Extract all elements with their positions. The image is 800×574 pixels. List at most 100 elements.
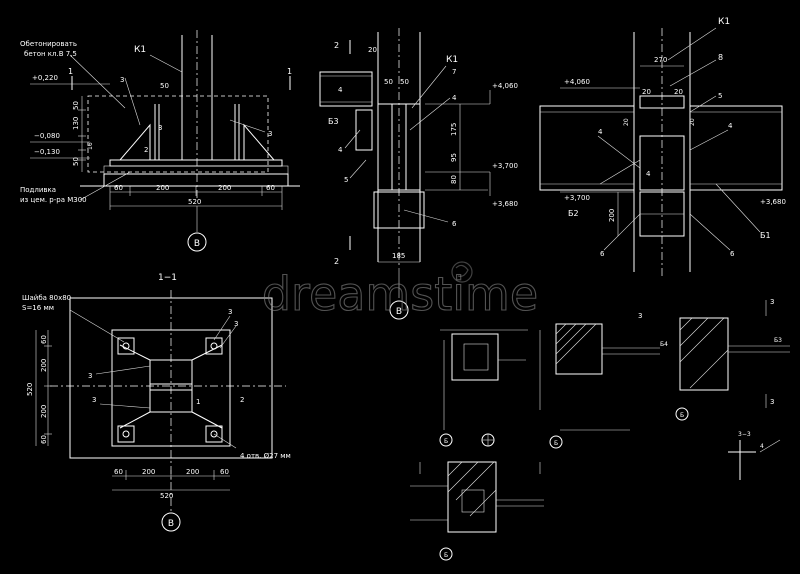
elevation: +3,700 — [564, 194, 590, 202]
dim-20: 20 — [623, 118, 630, 126]
column-two-beams-detail: К1 270 8 5 4 4 4 6 6 20 20 20 20 200 +4,… — [539, 17, 786, 278]
dim-v: 60 — [40, 335, 48, 344]
small-label: 4 — [760, 443, 764, 450]
grout-note: Подливка — [20, 186, 56, 194]
beam-column-detail: В 2 2 К1 Б3 20 50 50 7 4 4 4 5 6 175 95 … — [319, 28, 518, 320]
callout: 4 — [452, 94, 457, 102]
callout: 4 — [338, 146, 343, 154]
dim: 200 — [142, 468, 155, 476]
column-label: К1 — [718, 17, 730, 27]
concrete-note: Обетонировать — [20, 40, 77, 48]
axis-label: В — [194, 239, 200, 249]
elevation: +4,060 — [564, 78, 590, 86]
elevation-low: −0,130 — [34, 148, 60, 156]
callout: 3 — [268, 130, 272, 138]
dim-v: 60 — [40, 435, 48, 444]
dim-v: 50 — [72, 157, 80, 166]
dim-270: 270 — [654, 56, 667, 64]
beam-label: Б3 — [328, 117, 339, 126]
beam-label: Б2 — [568, 209, 579, 218]
callout: 3 — [92, 396, 96, 404]
callout: 3 — [120, 76, 124, 84]
dim: 50 — [400, 78, 409, 86]
section-1-1-plan: 1−1 — [22, 273, 291, 532]
callout: 5 — [344, 176, 348, 184]
dim: 200 — [218, 184, 231, 192]
dim-total-h: 520 — [160, 492, 173, 500]
callout: 6 — [730, 250, 735, 258]
callout: 2 — [240, 396, 244, 404]
dim: 200 — [186, 468, 199, 476]
grout-note-mortar: из цем. р-ра М300 — [20, 196, 87, 204]
watermark-logo: dreamstime — [261, 261, 539, 322]
small-label: Б4 — [660, 341, 668, 348]
section-mark: 2 — [334, 41, 339, 50]
dim-185: 185 — [392, 252, 405, 260]
dim-20: 20 — [674, 88, 683, 96]
callout: 3 — [234, 320, 238, 328]
washer-thickness: S=16 мм — [22, 304, 54, 312]
dim: 60 — [266, 184, 275, 192]
section-mark-right: 1 — [287, 67, 292, 76]
washer-note: Шайба 80х80 — [22, 294, 71, 302]
column-label: К1 — [134, 45, 146, 55]
section-mark-left: 1 — [68, 67, 73, 76]
callout: 6 — [600, 250, 605, 258]
holes-note: 4 отв. Ø27 мм — [240, 452, 291, 460]
elevation: +3,680 — [492, 200, 518, 208]
callout: 4 — [338, 86, 343, 94]
small-axis: Б — [444, 438, 448, 445]
small-axis: Б — [444, 552, 448, 559]
elevation: +3,680 — [760, 198, 786, 206]
callout: 7 — [452, 68, 456, 76]
beam-label: Б1 — [760, 231, 771, 240]
dim: 60 — [114, 468, 123, 476]
dim-20: 20 — [689, 118, 696, 126]
concrete-note-class: бетон кл.В 7,5 — [24, 50, 77, 58]
column-base-detail: В Обетонировать бетон кл.В 7,5 Подливка … — [20, 30, 300, 252]
section-title: 1−1 — [158, 273, 177, 283]
callout: 4 — [646, 170, 651, 178]
callout: 2 — [144, 146, 148, 154]
callout: 3 — [88, 372, 92, 380]
dim-v: 175 — [450, 123, 458, 136]
dim-v: 95 — [450, 153, 458, 162]
callout: 6 — [452, 220, 457, 228]
dim-v: 200 — [40, 359, 48, 372]
callout: 5 — [718, 92, 722, 100]
callout: 4 — [598, 128, 603, 136]
dim-v: 130 — [72, 117, 80, 130]
dim: 20 — [368, 46, 377, 54]
callout: 3 — [158, 124, 162, 132]
small-label: 3 — [770, 398, 774, 406]
elevation-mid: −0,080 — [34, 132, 60, 140]
dim-v: 200 — [40, 405, 48, 418]
column-label: К1 — [446, 55, 458, 65]
callout: 4 — [728, 122, 733, 130]
dim-200: 200 — [608, 209, 616, 222]
callout: 1 — [196, 398, 200, 406]
axis-label: В — [396, 307, 402, 317]
elevation: +4,060 — [492, 82, 518, 90]
small-label: Б3 — [774, 337, 782, 344]
callout: 8 — [718, 53, 723, 62]
small-details: 3 Б4 Б3 3 3 3−3 4 Б Б Б Б — [410, 298, 790, 561]
dim-20: 20 — [642, 88, 651, 96]
dim-total: 520 — [188, 198, 201, 206]
dim-50: 50 — [160, 82, 169, 90]
callout: 3 — [228, 308, 232, 316]
small-label: 3 — [638, 312, 642, 320]
dim-v: 16 — [87, 142, 94, 150]
elevation: +3,700 — [492, 162, 518, 170]
small-label: 3−3 — [738, 431, 751, 438]
small-axis: Б — [554, 440, 558, 447]
section-mark: 2 — [334, 257, 339, 266]
watermark-text: dreamstime — [262, 267, 538, 321]
elevation-top: +0,220 — [32, 74, 58, 82]
dim-v: 80 — [450, 175, 458, 184]
dim-v: 50 — [72, 101, 80, 110]
dim: 200 — [156, 184, 169, 192]
dim: 60 — [220, 468, 229, 476]
small-label: 3 — [770, 298, 774, 306]
